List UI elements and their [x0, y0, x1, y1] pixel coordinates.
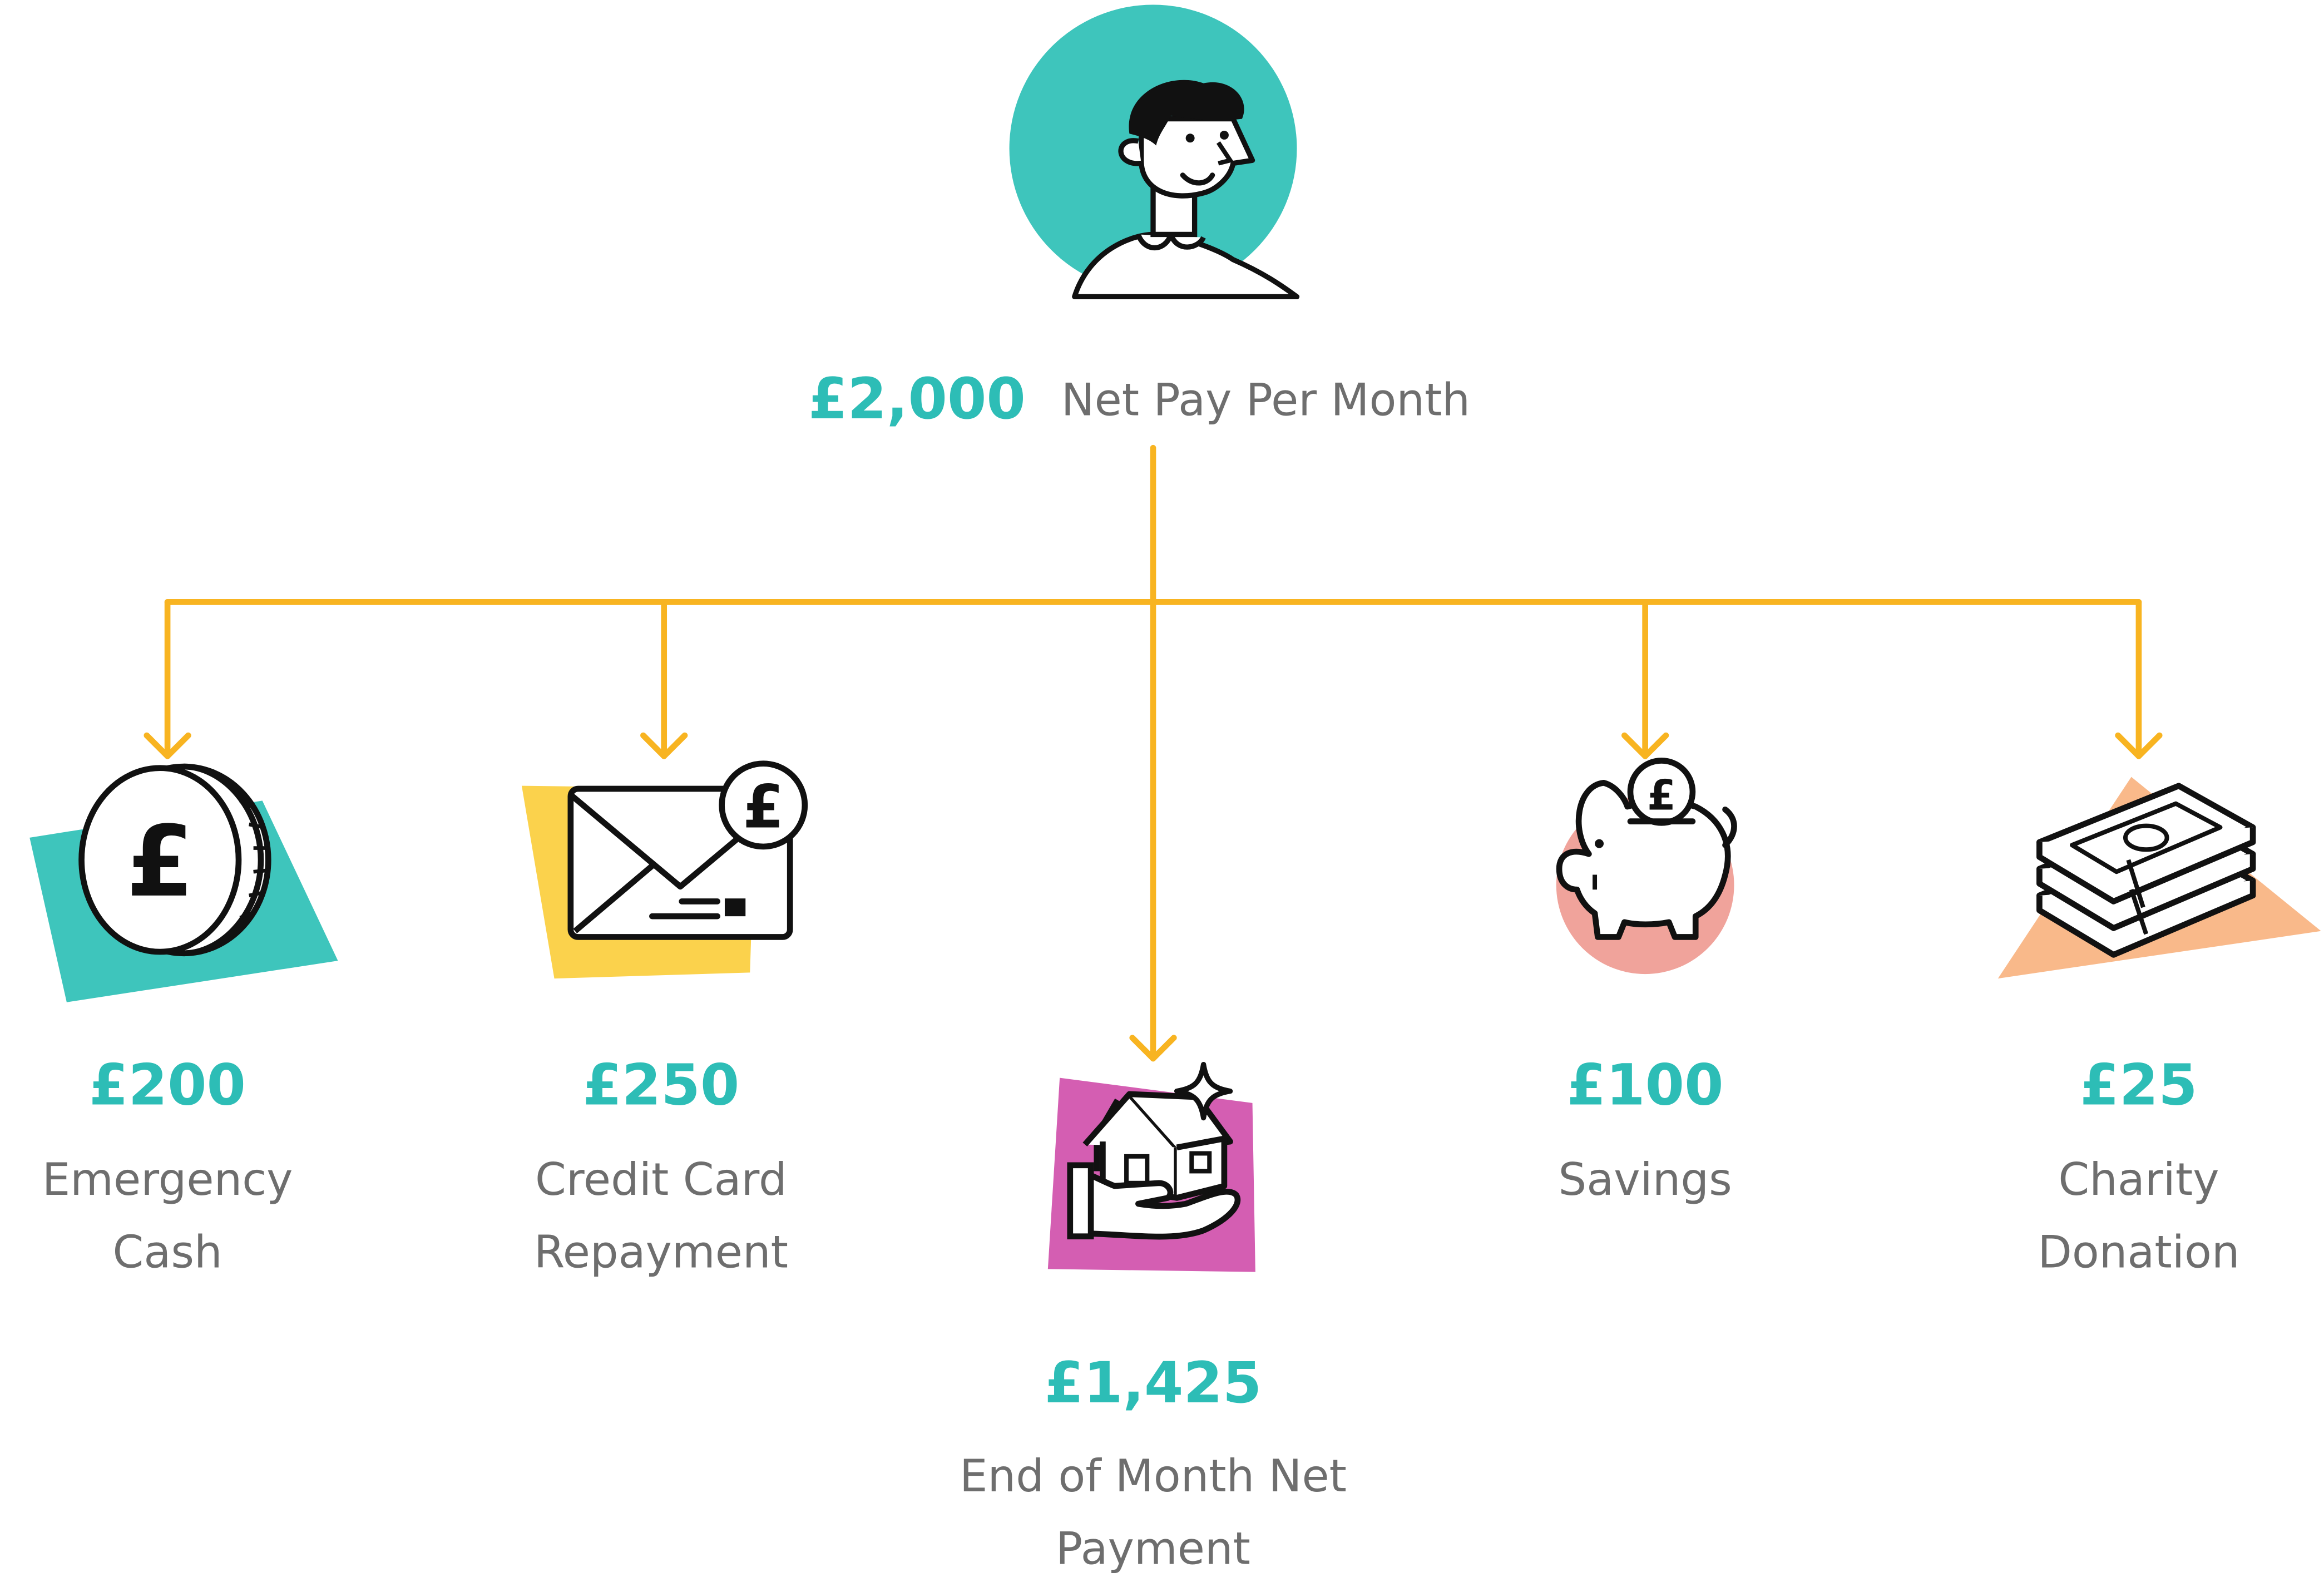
- emergency-label-line1: Emergency: [42, 1154, 293, 1205]
- savings-label-line1: Savings: [1559, 1154, 1732, 1205]
- svg-text:£: £: [1647, 771, 1676, 819]
- emergency-label-line2: Cash: [113, 1227, 222, 1278]
- pound-coin-icon: £: [29, 763, 338, 1002]
- svg-text:£: £: [743, 773, 784, 842]
- net-amount: £1,425: [1045, 1350, 1262, 1416]
- charity-label-line2: Donation: [2038, 1227, 2239, 1278]
- connectors: [144, 444, 2163, 1062]
- arrowhead-credit: [640, 732, 688, 759]
- arrowhead-emergency: [144, 732, 191, 759]
- credit-label-line2: Repayment: [534, 1227, 788, 1278]
- house-in-hand-icon: [1047, 1061, 1255, 1272]
- emergency-amount: £200: [89, 1052, 246, 1118]
- arrowhead-net: [1129, 1035, 1177, 1062]
- top-amount: £2,000: [808, 366, 1026, 432]
- cash-stack-icon: [1997, 777, 2321, 979]
- person-avatar-icon: [1009, 4, 1300, 300]
- arrowhead-savings: [1621, 732, 1669, 759]
- top-label: Net Pay Per Month: [1061, 374, 1470, 426]
- charity-amount: £25: [2080, 1052, 2197, 1118]
- credit-label-line1: Credit Card: [535, 1154, 787, 1205]
- envelope-pound-icon: £: [521, 760, 808, 979]
- net-label-line1: End of Month Net: [960, 1450, 1347, 1502]
- net-label-line2: Payment: [1056, 1523, 1250, 1575]
- svg-text:£: £: [126, 805, 194, 919]
- savings-amount: £100: [1567, 1052, 1724, 1118]
- piggy-bank-icon: £: [1556, 758, 1737, 975]
- arrowhead-charity: [2115, 732, 2163, 759]
- credit-amount: £250: [582, 1052, 739, 1118]
- charity-label-line1: Charity: [2058, 1154, 2219, 1205]
